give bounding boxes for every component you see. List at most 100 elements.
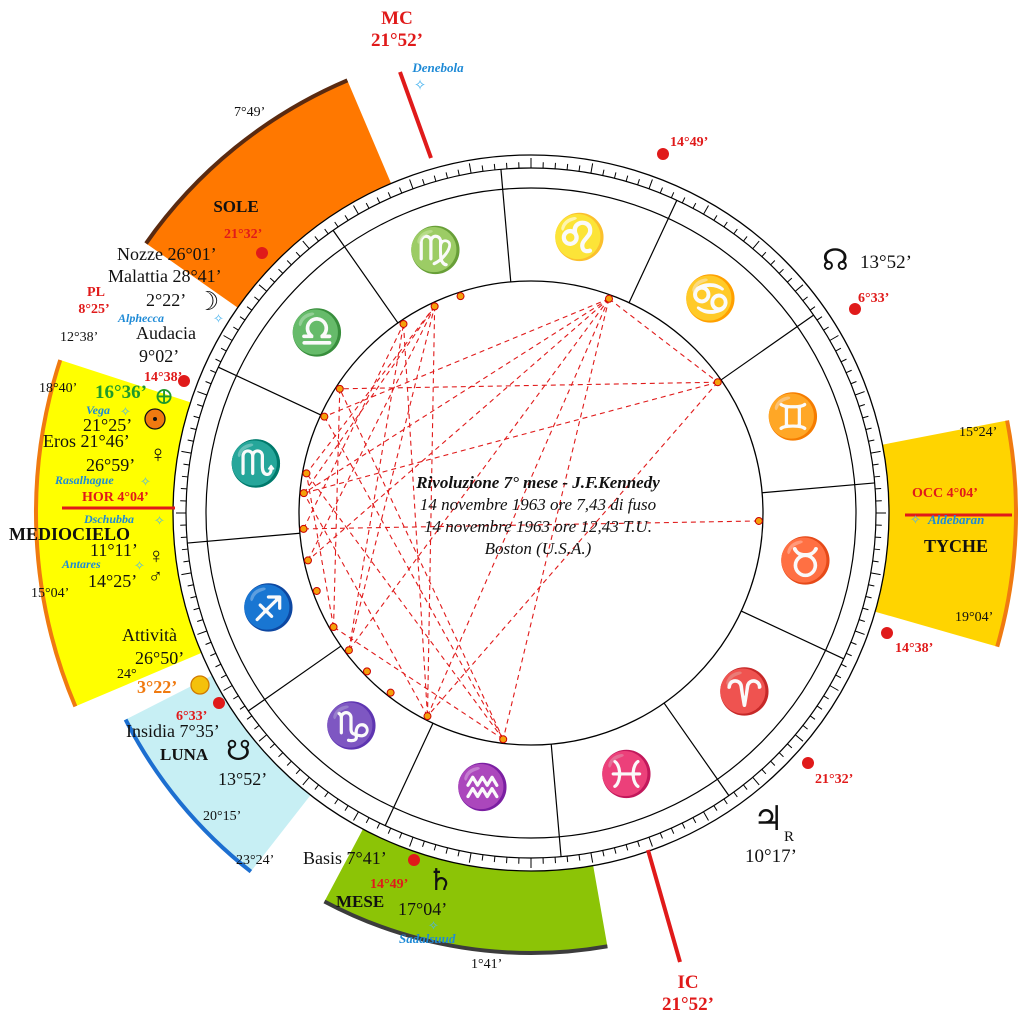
aspect-line (348, 298, 610, 651)
sole-start: 7°49’ (234, 105, 265, 120)
tick-mark (215, 358, 222, 363)
tick-mark (422, 179, 425, 186)
saturn-icon: ♄ (427, 864, 454, 897)
malattia: Malattia 28°41’ (108, 266, 222, 286)
aspect-point (335, 384, 344, 393)
tick-mark (602, 850, 605, 857)
tick-mark (197, 404, 204, 407)
cusp-label-3: 14°38’ (895, 641, 933, 656)
sign-divider (550, 744, 562, 857)
tick-mark (829, 685, 839, 691)
tick-mark (625, 175, 629, 182)
moon-degree: 2°22’ (146, 290, 186, 310)
tick-mark (422, 840, 425, 847)
tick-mark (365, 202, 370, 209)
sign-divider (663, 702, 730, 796)
aspect-point (499, 735, 508, 744)
aspect-point (329, 623, 338, 631)
tick-mark (286, 760, 292, 766)
tick-mark (865, 595, 872, 599)
attivita-degree: 26°50’ (135, 648, 184, 668)
tick-mark (481, 165, 484, 172)
tick-mark (613, 847, 617, 854)
tick-mark (223, 685, 233, 691)
mediocielo-start: 18°40’ (39, 381, 77, 396)
aspect-point (344, 646, 353, 655)
tick-mark (205, 381, 212, 385)
moon-icon: ☽ (196, 287, 219, 316)
tick-mark (613, 172, 617, 179)
sector-edge (34, 359, 78, 708)
tick-mark (823, 695, 829, 700)
tick-mark (858, 619, 865, 622)
tick-mark (659, 187, 663, 194)
tick-mark (868, 439, 875, 442)
tick-mark (387, 192, 392, 199)
aspect-point (386, 688, 395, 697)
tick-mark (387, 827, 392, 834)
sun-icon-dot (153, 417, 157, 421)
tick-mark (302, 776, 310, 786)
tick-mark (874, 475, 881, 478)
tick-mark (324, 791, 329, 798)
aspect-line (332, 388, 341, 628)
earth-icon: ⊕ (154, 384, 174, 410)
tick-mark (314, 784, 319, 790)
tick-mark (590, 163, 594, 174)
tick-mark (870, 572, 881, 576)
tick-mark (802, 296, 808, 301)
tick-mark (840, 663, 847, 668)
tick-mark (590, 852, 594, 863)
tick-mark (269, 743, 275, 749)
tick-mark (787, 277, 793, 283)
star-vega: Vega (86, 403, 110, 417)
tick-mark (743, 784, 748, 790)
zodiac-sign: ♉ (778, 535, 833, 586)
sign-divider (384, 723, 434, 826)
tick-mark (324, 228, 329, 235)
pl-label: PL (87, 285, 105, 300)
aspect-line (303, 306, 436, 494)
luna-name: LUNA (160, 745, 209, 764)
cusp-marker (657, 148, 669, 160)
star-sadalsuud: Sadalsuud (399, 931, 456, 946)
tick-mark (637, 840, 640, 847)
aspect-line (306, 306, 436, 474)
tick-mark (493, 163, 496, 170)
tick-mark (183, 560, 190, 563)
aspect-point (604, 294, 613, 303)
cusp-label-7: 6°33’ (176, 709, 207, 724)
luna-start: 24° (117, 667, 137, 682)
occ-label: OCC 4°04’ (912, 486, 978, 501)
cusp-label-6: 14°38’ (144, 370, 182, 385)
basis: Basis 7°41’ (303, 848, 387, 868)
tick-mark (855, 391, 865, 396)
tick-mark (376, 822, 381, 829)
tick-mark (809, 306, 816, 311)
aspect-line (303, 323, 404, 530)
zodiac-sign: ♑ (324, 701, 379, 752)
aspect-line (348, 323, 405, 651)
zodiac-sign: ♍ (408, 225, 463, 276)
tick-mark (770, 760, 776, 766)
tick-mark (399, 832, 403, 839)
star-icon-sadalsuud: ✧ (428, 918, 439, 933)
tick-mark (181, 475, 188, 478)
cusp-label-5: 21°32’ (224, 227, 262, 242)
tick-mark (193, 415, 200, 419)
tick-mark (246, 306, 253, 311)
inner-ring (298, 280, 764, 746)
mese-name: MESE (336, 892, 384, 911)
sun-orange-icon (190, 675, 210, 695)
sign-divider (762, 482, 875, 494)
audacia: Audacia (136, 323, 196, 343)
sign-divider (628, 200, 678, 303)
tick-mark (865, 427, 872, 431)
tick-mark (187, 439, 194, 442)
center-line-3: 14 novembre 1963 ore 12,43 T.U. (424, 517, 652, 536)
zodiac-sign: ♈ (717, 666, 772, 717)
tick-mark (334, 798, 339, 805)
tick-mark (770, 260, 776, 266)
cusp-marker (802, 757, 814, 769)
sole-sector (145, 80, 399, 318)
